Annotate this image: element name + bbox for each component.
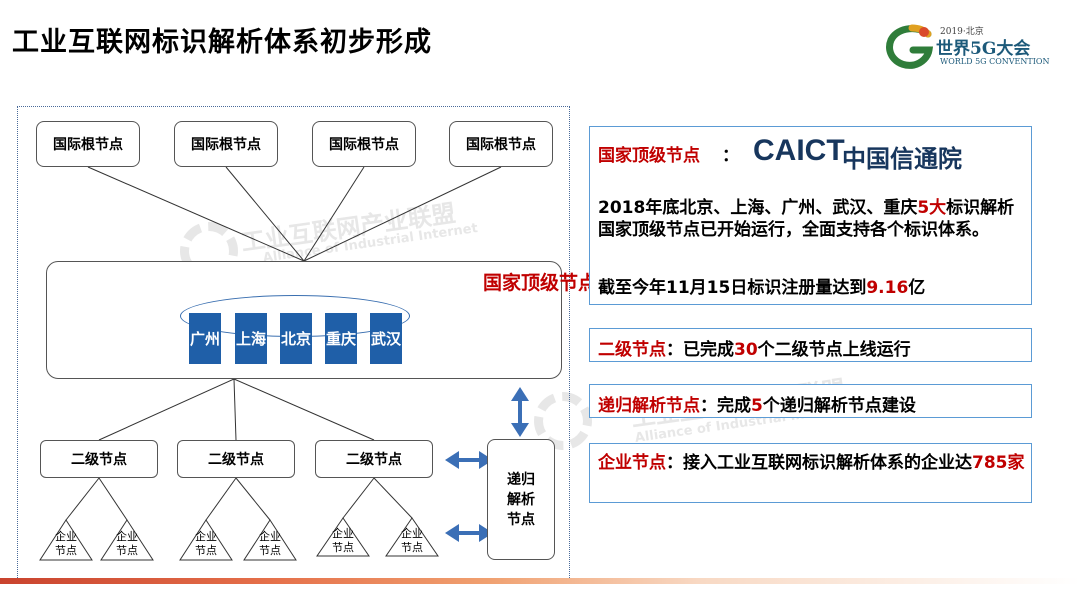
second-level-info-text: 二级节点：已完成30个二级节点上线运行 bbox=[598, 340, 911, 360]
root-node: 国际根节点 bbox=[36, 121, 140, 167]
city-node-wuhan: 武汉 bbox=[370, 313, 402, 364]
root-node: 国际根节点 bbox=[174, 121, 278, 167]
caict-logo-cn: 中国信通院 bbox=[842, 145, 962, 173]
recursive-info-text: 递归解析节点：完成5个递归解析节点建设 bbox=[598, 396, 916, 416]
logo-name-en: WORLD 5G CONVENTION bbox=[940, 57, 1050, 66]
second-level-node: 二级节点 bbox=[40, 440, 158, 478]
top-level-info-colon: ： bbox=[722, 146, 739, 166]
city-node-shanghai: 上海 bbox=[235, 313, 267, 364]
enterprise-info-text: 企业节点：接入工业互联网标识解析体系的企业达785家 bbox=[598, 453, 1025, 473]
logo-year: 2019·北京 bbox=[940, 27, 984, 37]
second-level-info-panel bbox=[589, 328, 1032, 362]
city-node-guangzhou: 广州 bbox=[189, 313, 221, 364]
registration-count-text: 截至今年11月15日标识注册量达到9.16亿 bbox=[598, 278, 926, 298]
recursive-resolution-node: 递归解析节点 bbox=[487, 439, 555, 560]
top-level-info-text: 2018年底北京、上海、广州、武汉、重庆5大标识解析国家顶级节点已开始运行，全面… bbox=[598, 198, 1015, 240]
enterprise-node: 企业节点 bbox=[55, 530, 77, 557]
root-node: 国际根节点 bbox=[312, 121, 416, 167]
page-title: 工业互联网标识解析体系初步形成 bbox=[12, 27, 432, 58]
enterprise-node: 企业节点 bbox=[259, 530, 281, 557]
logo-name-cn: 世界5G大会 bbox=[936, 39, 1031, 59]
enterprise-node: 企业节点 bbox=[195, 530, 217, 557]
g-swoosh-icon bbox=[886, 24, 934, 69]
recursive-info-panel bbox=[589, 384, 1032, 418]
second-level-node: 二级节点 bbox=[177, 440, 295, 478]
world-5g-convention-logo: 2019·北京 世界5G大会 WORLD 5G CONVENTION bbox=[884, 24, 1064, 70]
enterprise-info-panel bbox=[589, 443, 1032, 503]
watermark-gear-icon bbox=[534, 392, 592, 450]
root-node: 国际根节点 bbox=[449, 121, 553, 167]
second-level-node: 二级节点 bbox=[315, 440, 433, 478]
city-node-chongqing: 重庆 bbox=[325, 313, 357, 364]
bottom-accent-bar bbox=[0, 578, 1080, 584]
enterprise-node: 企业节点 bbox=[401, 527, 423, 554]
city-node-beijing: 北京 bbox=[280, 313, 312, 364]
top-level-info-panel bbox=[589, 126, 1032, 305]
enterprise-node: 企业节点 bbox=[332, 527, 354, 554]
top-level-info-heading: 国家顶级节点 bbox=[598, 146, 700, 166]
enterprise-node: 企业节点 bbox=[116, 530, 138, 557]
caict-logo: CAICT bbox=[753, 134, 845, 167]
national-top-level-title: 国家顶级节点 bbox=[482, 272, 597, 294]
